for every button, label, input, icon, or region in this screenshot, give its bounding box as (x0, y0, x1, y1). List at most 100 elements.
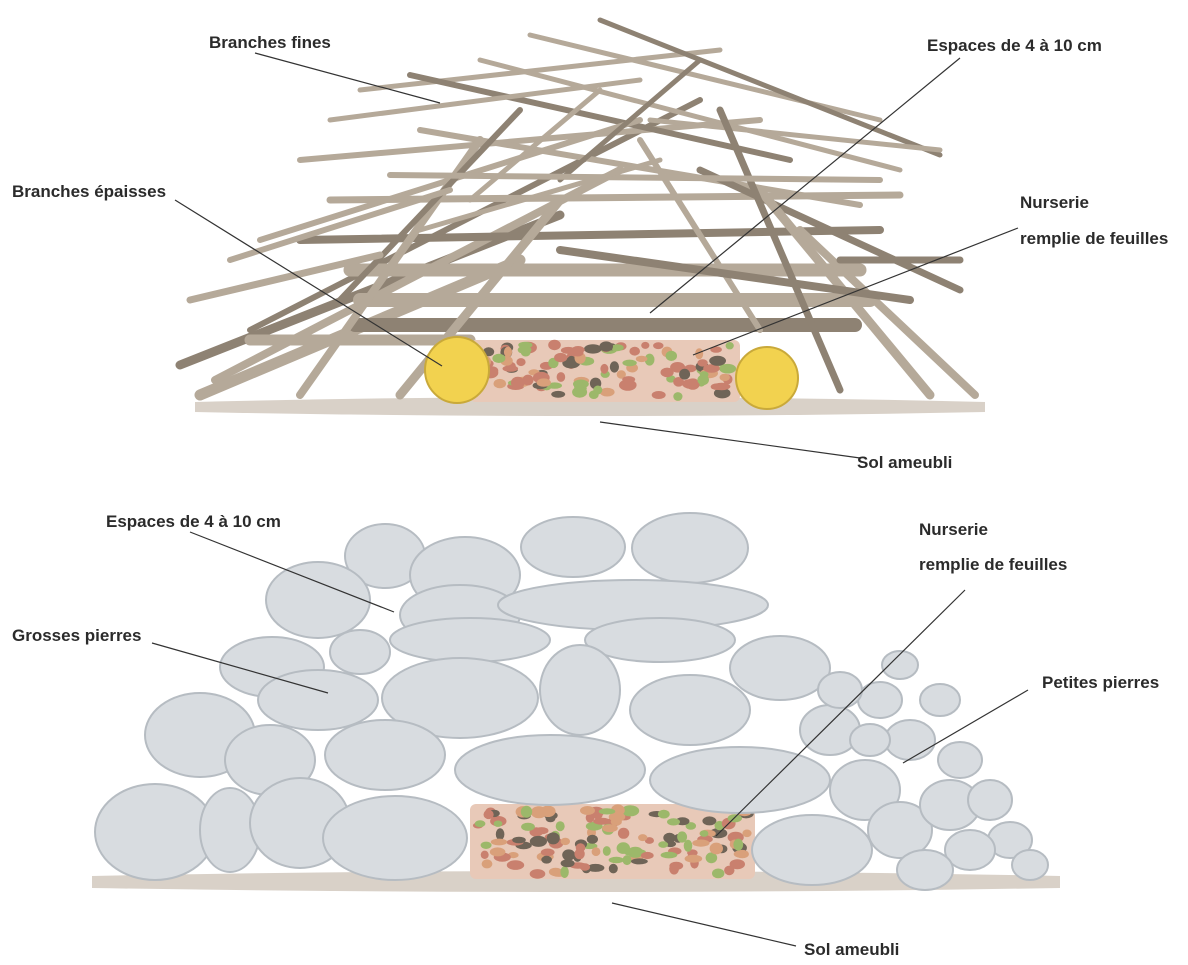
leaf (631, 858, 648, 864)
leaf (702, 816, 716, 825)
leaf (673, 392, 682, 401)
leaf (728, 814, 742, 822)
leaf (494, 821, 503, 827)
stone (258, 670, 378, 730)
leaf (658, 841, 668, 848)
label-soil-top: Sol ameubli (857, 453, 952, 472)
leaf (561, 347, 576, 354)
leaf (537, 378, 551, 386)
stone (882, 651, 918, 679)
leaf (512, 837, 526, 844)
leaf (669, 863, 679, 874)
leaf (481, 842, 492, 849)
leaf (629, 347, 640, 356)
leaf (611, 344, 624, 351)
leaf (599, 341, 613, 351)
leaf (561, 838, 570, 845)
leaf (592, 847, 601, 856)
stone (1012, 850, 1048, 880)
leaf (540, 806, 555, 817)
stone (730, 636, 830, 700)
stone (920, 684, 960, 716)
leaf (507, 860, 524, 870)
leaf (521, 806, 532, 818)
leaf (484, 810, 494, 819)
leaf (653, 342, 663, 349)
leaf (618, 828, 629, 839)
leaf (580, 806, 595, 815)
stone (330, 630, 390, 674)
stone-pile-figure (92, 513, 1060, 892)
branch (560, 60, 700, 180)
label-gaps-top: Espaces de 4 à 10 cm (927, 36, 1102, 55)
branch (390, 175, 880, 180)
leaf (496, 828, 505, 840)
leaf (641, 852, 654, 859)
stone (455, 735, 645, 805)
stone (650, 747, 830, 813)
leaf (494, 379, 507, 388)
leaf (603, 846, 611, 856)
leaf (710, 843, 723, 855)
leaf (724, 866, 734, 876)
leaf (619, 379, 637, 390)
leaf (599, 808, 616, 814)
leaf (682, 379, 697, 389)
label-nursery-top-2: remplie de feuilles (1020, 229, 1168, 248)
leaf (641, 342, 649, 349)
leaf (663, 833, 675, 843)
stone (885, 720, 935, 760)
leaf (593, 386, 602, 395)
branches-group (180, 20, 975, 395)
leaf (491, 839, 507, 846)
leaf (679, 369, 690, 380)
leaf (636, 356, 648, 362)
leaf (624, 848, 632, 855)
branch (650, 120, 940, 150)
label-thick-branches: Branches épaisses (12, 182, 166, 201)
leaf (574, 849, 584, 860)
leaf (726, 342, 734, 349)
leaf (584, 344, 602, 353)
leaf (518, 346, 532, 354)
leaf (700, 830, 709, 837)
leaf (712, 869, 724, 879)
leaf (652, 391, 666, 399)
leaf (638, 834, 647, 841)
label-nursery-top-1: Nurserie (1020, 193, 1089, 212)
stone (390, 618, 550, 662)
leaf (504, 347, 512, 357)
leaf (720, 374, 730, 381)
leaf (609, 864, 618, 874)
leaf (697, 359, 707, 366)
log-end-right (736, 347, 798, 409)
leaf (697, 375, 709, 385)
leaf (530, 869, 546, 879)
stone (897, 850, 953, 890)
stone (800, 705, 860, 755)
leaf (709, 356, 726, 366)
label-gaps-bottom: Espaces de 4 à 10 cm (106, 512, 281, 531)
leaf (560, 866, 568, 878)
leaf (482, 859, 493, 868)
label-large-stones: Grosses pierres (12, 626, 141, 645)
stone (325, 720, 445, 790)
leaf (658, 810, 670, 819)
leaf (503, 365, 519, 371)
leaf (547, 832, 560, 844)
leaf (692, 840, 709, 847)
stone (858, 682, 902, 718)
leaf (490, 847, 506, 856)
leaf (593, 818, 611, 825)
leaf (475, 820, 486, 827)
leaf (481, 851, 489, 859)
stone (521, 517, 625, 577)
label-thin-branches: Branches fines (209, 33, 331, 52)
leaf (609, 857, 624, 863)
label-nursery-bottom-2: remplie de feuilles (919, 555, 1067, 574)
stone (818, 672, 862, 708)
leaf (611, 818, 622, 825)
log-end-left (425, 337, 489, 403)
leaf (561, 859, 575, 867)
